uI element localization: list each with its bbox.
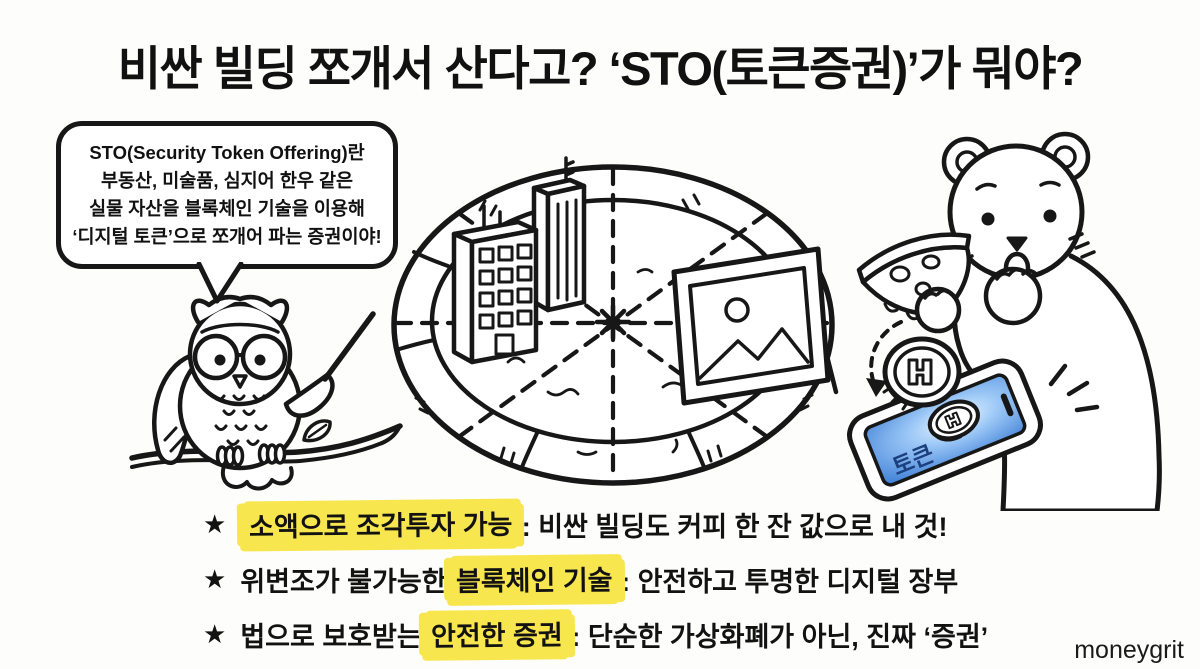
watermark: moneygrit (1074, 636, 1184, 664)
smartphone-icon: 토큰 (847, 358, 1043, 502)
star-icon: ★ (203, 564, 227, 594)
highlighted-text: 안전한 증권 (423, 612, 570, 657)
office-building-icon (451, 204, 539, 365)
picture-frame-icon (671, 246, 839, 406)
windows (478, 243, 533, 356)
bear-paw (983, 266, 1043, 326)
eyebrow (975, 182, 997, 191)
speech-bubble-line: STO(Security Token Offering)란 (89, 141, 365, 163)
owl-eye (214, 354, 226, 366)
owl-professor-icon (129, 294, 403, 491)
bullet-rest-text: : 비싼 빌딩도 커피 한 잔 값으로 내 것! (521, 512, 948, 542)
owl-feet (215, 443, 287, 467)
bear-eye (981, 212, 995, 226)
sparkle-icon (1048, 363, 1100, 413)
bear-paw (914, 286, 962, 334)
list-item: ★ 소액으로 조각투자 가능 : 비싼 빌딩도 커피 한 잔 값으로 내 것! (203, 497, 988, 552)
pointer-stick (322, 311, 376, 382)
speech-bubble-line: 부동산, 미술품, 심지어 한우 같은 (100, 169, 354, 191)
cheese-hole (889, 265, 911, 283)
bear-nose (1006, 236, 1028, 252)
owl-eye (254, 354, 266, 366)
bullet-pre-text: 위변조가 불가능한 (240, 567, 447, 597)
bear-eye (1043, 209, 1057, 223)
speech-bubble-line: 실물 자산을 블록체인 기술을 이용해 (89, 198, 365, 219)
star-icon: ★ (203, 509, 227, 539)
chest-feathers (212, 394, 268, 446)
list-item: ★ 법으로 보호받는 안전한 증권 : 단순한 가상화폐가 아닌, 진짜 ‘증권… (203, 607, 988, 662)
cheese-hole (921, 254, 941, 270)
mountains-icon (698, 327, 810, 380)
owl-tail (220, 464, 294, 491)
key-points-list: ★ 소액으로 조각투자 가능 : 비싼 빌딩도 커피 한 잔 값으로 내 것! … (203, 497, 988, 662)
sun-icon (724, 297, 750, 323)
beak (232, 374, 248, 389)
speech-bubble: STO(Security Token Offering)란 부동산, 미술품, … (56, 121, 398, 269)
page-title: 비싼 빌딩 쪼개서 산다고? ‘STO(토큰증권)’가 뭐야? (117, 42, 1084, 95)
blush-marks (1068, 232, 1096, 259)
ear-tuft (190, 294, 243, 325)
speech-bubble-line: ‘디지털 토큰’으로 쪼개어 파는 증권이야! (72, 226, 382, 248)
token-symbol (907, 358, 933, 386)
owl-wing-right (283, 372, 335, 418)
bullet-pre-text: 법으로 보호받는 (240, 622, 422, 652)
token-coin-icon (882, 336, 962, 411)
center-star (594, 303, 632, 341)
crust-texture (414, 193, 814, 465)
bullet-rest-text: : 안전하고 투명한 디지털 장부 (621, 567, 959, 597)
bullet-rest-text: : 단순한 가상화폐가 아닌, 진짜 ‘증권’ (571, 622, 989, 652)
highlighted-text: 블록체인 기술 (448, 557, 620, 602)
dashed-arrow-icon (866, 320, 903, 397)
slice-crust (856, 232, 972, 285)
star-icon: ★ (203, 619, 227, 649)
list-item: ★ 위변조가 불가능한 블록체인 기술 : 안전하고 투명한 디지털 장부 (203, 552, 988, 607)
bear-with-token-icon: 토큰 (847, 131, 1162, 511)
eyebrow (1039, 180, 1061, 187)
door (494, 333, 515, 356)
ear-tuft (237, 294, 290, 325)
camera-notch (1000, 393, 1014, 417)
speech-bubble-tail (196, 262, 244, 304)
pizza-shares-icon (391, 156, 839, 486)
highlighted-text: 소액으로 조각투자 가능 (242, 501, 520, 548)
